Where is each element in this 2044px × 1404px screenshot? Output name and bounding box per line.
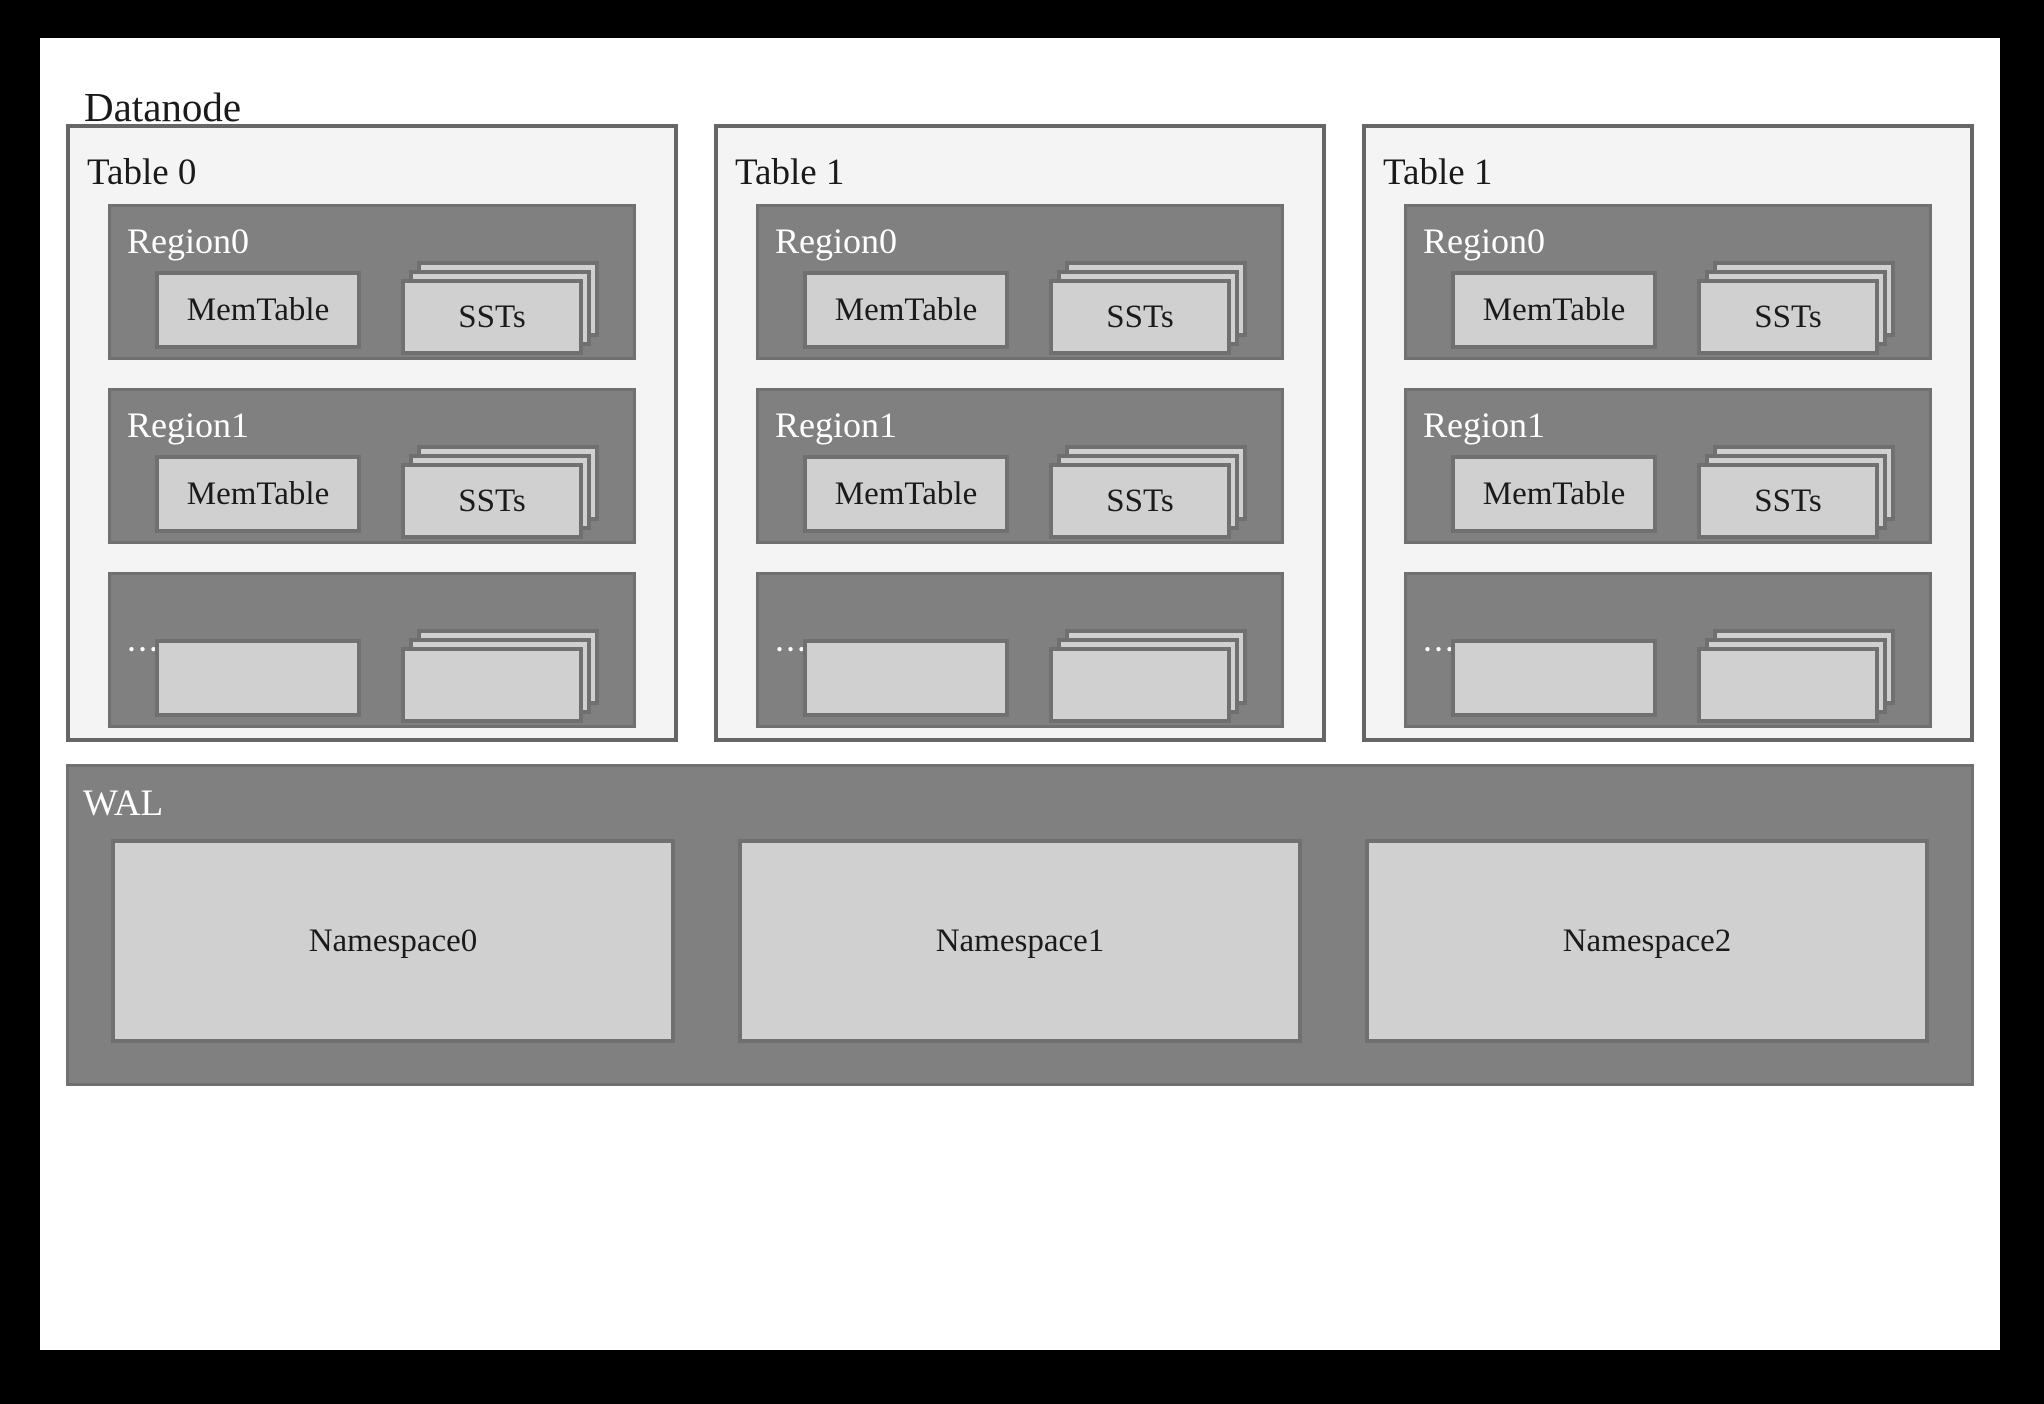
region-title: Region0 [775, 221, 897, 261]
namespace-box[interactable]: Namespace0 [111, 839, 675, 1043]
sst-stack[interactable]: SSTs [401, 261, 601, 355]
sst-stack[interactable]: SSTs [1697, 261, 1897, 355]
region-more-ellipsis: ... [1423, 619, 1456, 659]
region-box[interactable]: Region0 MemTable SSTs [1404, 204, 1932, 360]
region-box-more[interactable]: ... [756, 572, 1284, 728]
memtable-box[interactable]: MemTable [1451, 455, 1657, 533]
sst-label: SSTs [1106, 483, 1174, 519]
table-box[interactable]: Table 1 Region0 MemTable SSTs [714, 124, 1326, 742]
regions-list: Region0 MemTable SSTs R [756, 204, 1284, 728]
namespace-label: Namespace1 [935, 923, 1105, 959]
region-box-more[interactable]: ... [1404, 572, 1932, 728]
wal-box[interactable]: WAL Namespace0 Namespace1 Namespace2 [66, 764, 1974, 1086]
sst-layer-front: SSTs [1049, 279, 1231, 355]
memtable-box-empty[interactable] [1451, 639, 1657, 717]
region-box[interactable]: Region1 MemTable SSTs [108, 388, 636, 544]
sst-layer-front [1049, 647, 1231, 723]
region-title: Region0 [1423, 221, 1545, 261]
region-box-more[interactable]: ... [108, 572, 636, 728]
regions-list: Region0 MemTable SSTs R [108, 204, 636, 728]
memtable-box[interactable]: MemTable [155, 455, 361, 533]
region-box[interactable]: Region0 MemTable SSTs [756, 204, 1284, 360]
region-box[interactable]: Region1 MemTable SSTs [1404, 388, 1932, 544]
memtable-label: MemTable [186, 292, 330, 328]
sst-stack[interactable]: SSTs [1697, 445, 1897, 539]
memtable-box-empty[interactable] [803, 639, 1009, 717]
datanode-title: Datanode [84, 84, 242, 130]
memtable-box[interactable]: MemTable [803, 455, 1009, 533]
region-title: Region1 [1423, 405, 1545, 445]
sst-label: SSTs [458, 299, 526, 335]
namespace-label: Namespace2 [1562, 923, 1732, 959]
region-more-ellipsis: ... [775, 619, 808, 659]
memtable-box[interactable]: MemTable [803, 271, 1009, 349]
sst-stack-empty[interactable] [401, 629, 601, 723]
sst-stack[interactable]: SSTs [1049, 445, 1249, 539]
sst-stack[interactable]: SSTs [401, 445, 601, 539]
regions-list: Region0 MemTable SSTs R [1404, 204, 1932, 728]
memtable-box[interactable]: MemTable [1451, 271, 1657, 349]
sst-layer-front: SSTs [401, 279, 583, 355]
sst-label: SSTs [458, 483, 526, 519]
datanode-panel: Datanode Table 0 Region0 MemTable [40, 38, 2000, 1350]
sst-layer-front: SSTs [401, 463, 583, 539]
table-box[interactable]: Table 0 Region0 MemTable SSTs [66, 124, 678, 742]
region-title: Region1 [775, 405, 897, 445]
sst-label: SSTs [1106, 299, 1174, 335]
memtable-label: MemTable [1482, 292, 1626, 328]
sst-label: SSTs [1754, 299, 1822, 335]
sst-layer-front: SSTs [1049, 463, 1231, 539]
memtable-label: MemTable [834, 476, 978, 512]
memtable-label: MemTable [1482, 476, 1626, 512]
region-box[interactable]: Region1 MemTable SSTs [756, 388, 1284, 544]
sst-stack-empty[interactable] [1049, 629, 1249, 723]
sst-layer-front [1697, 647, 1879, 723]
sst-layer-front: SSTs [1697, 279, 1879, 355]
table-title: Table 1 [735, 152, 845, 193]
sst-stack[interactable]: SSTs [1049, 261, 1249, 355]
sst-layer-front [401, 647, 583, 723]
table-title: Table 0 [87, 152, 197, 193]
sst-stack-empty[interactable] [1697, 629, 1897, 723]
region-title: Region1 [127, 405, 249, 445]
region-more-ellipsis: ... [127, 619, 160, 659]
memtable-label: MemTable [834, 292, 978, 328]
sst-label: SSTs [1754, 483, 1822, 519]
sst-layer-front: SSTs [1697, 463, 1879, 539]
namespace-list: Namespace0 Namespace1 Namespace2 [111, 839, 1929, 1043]
memtable-box-empty[interactable] [155, 639, 361, 717]
memtable-label: MemTable [186, 476, 330, 512]
namespace-box[interactable]: Namespace1 [738, 839, 1302, 1043]
tables-row: Table 0 Region0 MemTable SSTs [66, 124, 1974, 742]
namespace-box[interactable]: Namespace2 [1365, 839, 1929, 1043]
region-box[interactable]: Region0 MemTable SSTs [108, 204, 636, 360]
region-title: Region0 [127, 221, 249, 261]
table-box[interactable]: Table 1 Region0 MemTable SSTs [1362, 124, 1974, 742]
memtable-box[interactable]: MemTable [155, 271, 361, 349]
table-title: Table 1 [1383, 152, 1493, 193]
namespace-label: Namespace0 [308, 923, 478, 959]
wal-title: WAL [83, 783, 164, 824]
